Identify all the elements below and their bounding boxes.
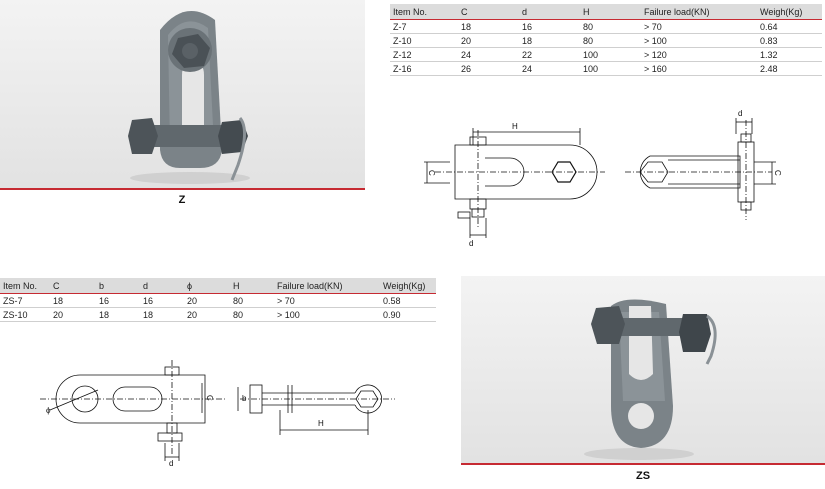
cell: 16 xyxy=(519,19,580,34)
z-dim-d2: d xyxy=(738,109,742,118)
cell: 24 xyxy=(458,47,519,62)
cell: 0.58 xyxy=(380,293,436,308)
cell: 20 xyxy=(184,307,230,322)
z-col-failure-load: Failure load(KN) xyxy=(641,4,757,20)
zs-dim-c: C xyxy=(205,395,214,401)
cell: 80 xyxy=(580,19,641,34)
zs-table-header-row: Item No. C b d ϕ H Failure load(KN) Weig… xyxy=(0,278,436,294)
cell: 16 xyxy=(96,293,140,308)
table-row: Z-7 18 16 80 > 70 0.64 xyxy=(390,19,822,34)
cell: Z-10 xyxy=(390,33,458,48)
zs-col-c: C xyxy=(50,278,96,294)
z-col-d: d xyxy=(519,4,580,20)
z-dim-c: C xyxy=(427,170,436,176)
cell: 0.64 xyxy=(757,19,822,34)
cell: > 70 xyxy=(641,19,757,34)
cell: 2.48 xyxy=(757,61,822,76)
cell: 100 xyxy=(580,47,641,62)
table-row: Z-12 24 22 100 > 120 1.32 xyxy=(390,47,822,62)
z-col-weight: Weigh(Kg) xyxy=(757,4,822,20)
table-row: ZS-7 18 16 16 20 80 > 70 0.58 xyxy=(0,293,436,308)
z-caption: Z xyxy=(178,194,186,206)
cell: 0.90 xyxy=(380,307,436,322)
cell: 22 xyxy=(519,47,580,62)
cell: 80 xyxy=(230,307,274,322)
cell: 0.83 xyxy=(757,33,822,48)
cell: 80 xyxy=(580,33,641,48)
zs-col-item: Item No. xyxy=(0,278,50,294)
cell: 18 xyxy=(96,307,140,322)
z-spec-table: Item No. C d H Failure load(KN) Weigh(Kg… xyxy=(390,4,822,76)
cell: > 160 xyxy=(641,61,757,76)
zs-dim-h: H xyxy=(318,419,324,428)
cell: Z-7 xyxy=(390,19,458,34)
z-product-photo-panel xyxy=(0,0,365,190)
cell: 18 xyxy=(519,33,580,48)
zs-col-phi: ϕ xyxy=(184,278,230,294)
cell: Z-12 xyxy=(390,47,458,62)
table-row: Z-10 20 18 80 > 100 0.83 xyxy=(390,33,822,48)
z-table-header-row: Item No. C d H Failure load(KN) Weigh(Kg… xyxy=(390,4,822,20)
cell: 80 xyxy=(230,293,274,308)
cell: 18 xyxy=(458,19,519,34)
zs-caption: ZS xyxy=(635,470,651,482)
zs-col-b: b xyxy=(96,278,140,294)
z-technical-drawing: H C d d C xyxy=(424,109,782,248)
cell: 18 xyxy=(50,293,96,308)
zs-dim-b: b xyxy=(242,394,247,403)
cell: > 100 xyxy=(274,307,380,322)
cell: 26 xyxy=(458,61,519,76)
cell: 1.32 xyxy=(757,47,822,62)
z-col-c: C xyxy=(458,4,519,20)
cell: 18 xyxy=(140,307,184,322)
cell: > 120 xyxy=(641,47,757,62)
zs-product-photo-panel xyxy=(461,276,825,465)
cell: 24 xyxy=(519,61,580,76)
cell: 16 xyxy=(140,293,184,308)
cell: 20 xyxy=(184,293,230,308)
zs-technical-drawing: ϕ C d b H xyxy=(40,360,395,468)
cell: Z-16 xyxy=(390,61,458,76)
cell: ZS-7 xyxy=(0,293,50,308)
z-dim-c2: C xyxy=(773,170,782,176)
cell: 100 xyxy=(580,61,641,76)
z-col-h: H xyxy=(580,4,641,20)
cell: > 100 xyxy=(641,33,757,48)
zs-col-d: d xyxy=(140,278,184,294)
table-row: ZS-10 20 18 18 20 80 > 100 0.90 xyxy=(0,307,436,322)
table-row: Z-16 26 24 100 > 160 2.48 xyxy=(390,61,822,76)
z-col-item: Item No. xyxy=(390,4,458,20)
zs-col-failure-load: Failure load(KN) xyxy=(274,278,380,294)
zs-dim-phi: ϕ xyxy=(46,406,51,415)
zs-clevis-photo xyxy=(584,299,717,460)
cell: 20 xyxy=(50,307,96,322)
z-dim-h: H xyxy=(512,122,518,131)
zs-col-h: H xyxy=(230,278,274,294)
zs-dim-d: d xyxy=(169,459,173,468)
cell: ZS-10 xyxy=(0,307,50,322)
z-dim-d: d xyxy=(469,239,473,248)
zs-spec-table: Item No. C b d ϕ H Failure load(KN) Weig… xyxy=(0,278,436,322)
z-clevis-photo xyxy=(128,11,250,184)
zs-col-weight: Weigh(Kg) xyxy=(380,278,436,294)
cell: 20 xyxy=(458,33,519,48)
cell: > 70 xyxy=(274,293,380,308)
